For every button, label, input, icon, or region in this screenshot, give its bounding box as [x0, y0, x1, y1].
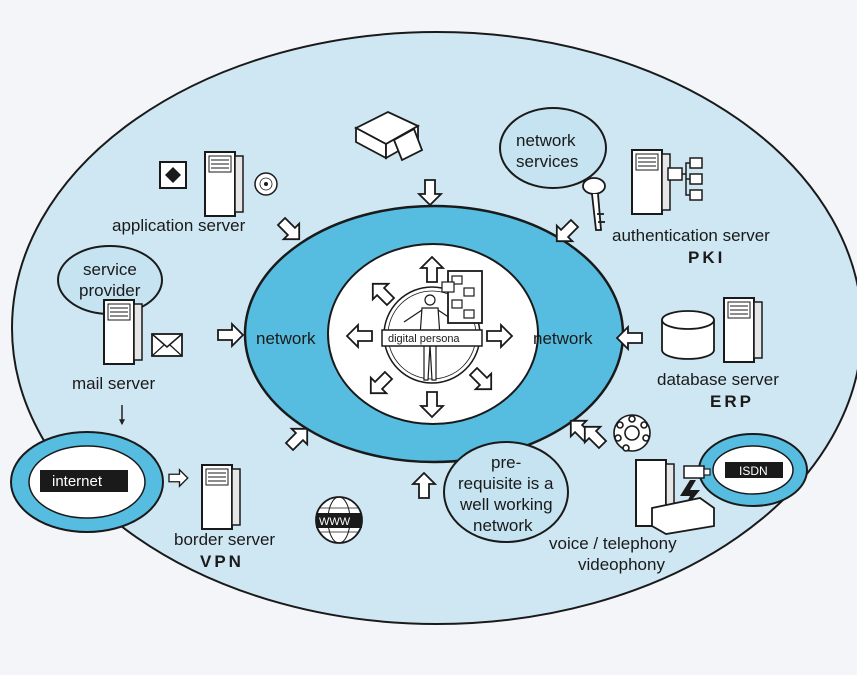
service-provider-line1: service [83, 260, 137, 279]
prerequisite-line1: pre- [491, 453, 521, 472]
internet-badge: internet [52, 473, 103, 490]
database-server-sub: ERP [710, 392, 754, 411]
org-chart-icon [667, 157, 703, 201]
key-icon [582, 177, 606, 231]
authentication-server-sub: PKI [688, 248, 725, 267]
database-server: database server ERP [657, 297, 779, 411]
isdn-badge: ISDN [739, 464, 768, 478]
camera-icon [683, 465, 711, 479]
www-badge: WWW [319, 516, 351, 528]
printer-icon [354, 111, 424, 162]
isdn-cloud: ISDN [698, 433, 808, 507]
database-cylinder-icon [661, 310, 715, 360]
border-server-sub: VPN [200, 552, 244, 571]
server-tower-icon [103, 299, 143, 365]
voice-label-line1: voice / telephony [549, 534, 677, 553]
server-tower-icon [631, 149, 671, 215]
prerequisite-line4: network [473, 516, 533, 535]
application-server: application server [112, 151, 278, 235]
server-tower-icon [723, 297, 763, 363]
envelope-icon [151, 333, 183, 357]
prerequisite-line3: well working [459, 495, 553, 514]
voice-label-line2: videophony [578, 555, 665, 574]
mail-server-label: mail server [72, 374, 155, 393]
authentication-server: authentication server PKI [612, 149, 770, 267]
network-services-line1: network [516, 131, 576, 150]
videophone-icon [651, 497, 715, 535]
prerequisite-line2: requisite is a [458, 474, 554, 493]
document-stack-icon [441, 270, 483, 324]
server-tower-icon [204, 151, 244, 217]
voice-telephony-equipment: voice / telephony videophony [549, 459, 715, 574]
lightning-icon [680, 480, 700, 512]
mail-server: mail server [72, 299, 183, 393]
rotary-phone-icon [613, 414, 651, 452]
network-label-left: network [256, 329, 316, 348]
network-services-bubble [499, 107, 607, 189]
border-server-label: border server [174, 530, 275, 549]
service-provider-line2: provider [79, 281, 141, 300]
authentication-server-label: authentication server [612, 226, 770, 245]
globe-icon: WWW [315, 496, 363, 544]
internet-cloud: internet [10, 431, 164, 533]
network-services-line2: services [516, 152, 578, 171]
digital-persona-label-box [381, 329, 483, 347]
application-server-label: application server [112, 216, 246, 235]
server-tower-icon [201, 464, 241, 530]
database-server-label: database server [657, 370, 779, 389]
border-server: border server VPN [174, 464, 275, 571]
prerequisite-bubble [443, 441, 569, 543]
digital-persona-label: digital persona [388, 333, 460, 345]
network-label-right: network [533, 329, 593, 348]
cd-icon [254, 172, 278, 196]
